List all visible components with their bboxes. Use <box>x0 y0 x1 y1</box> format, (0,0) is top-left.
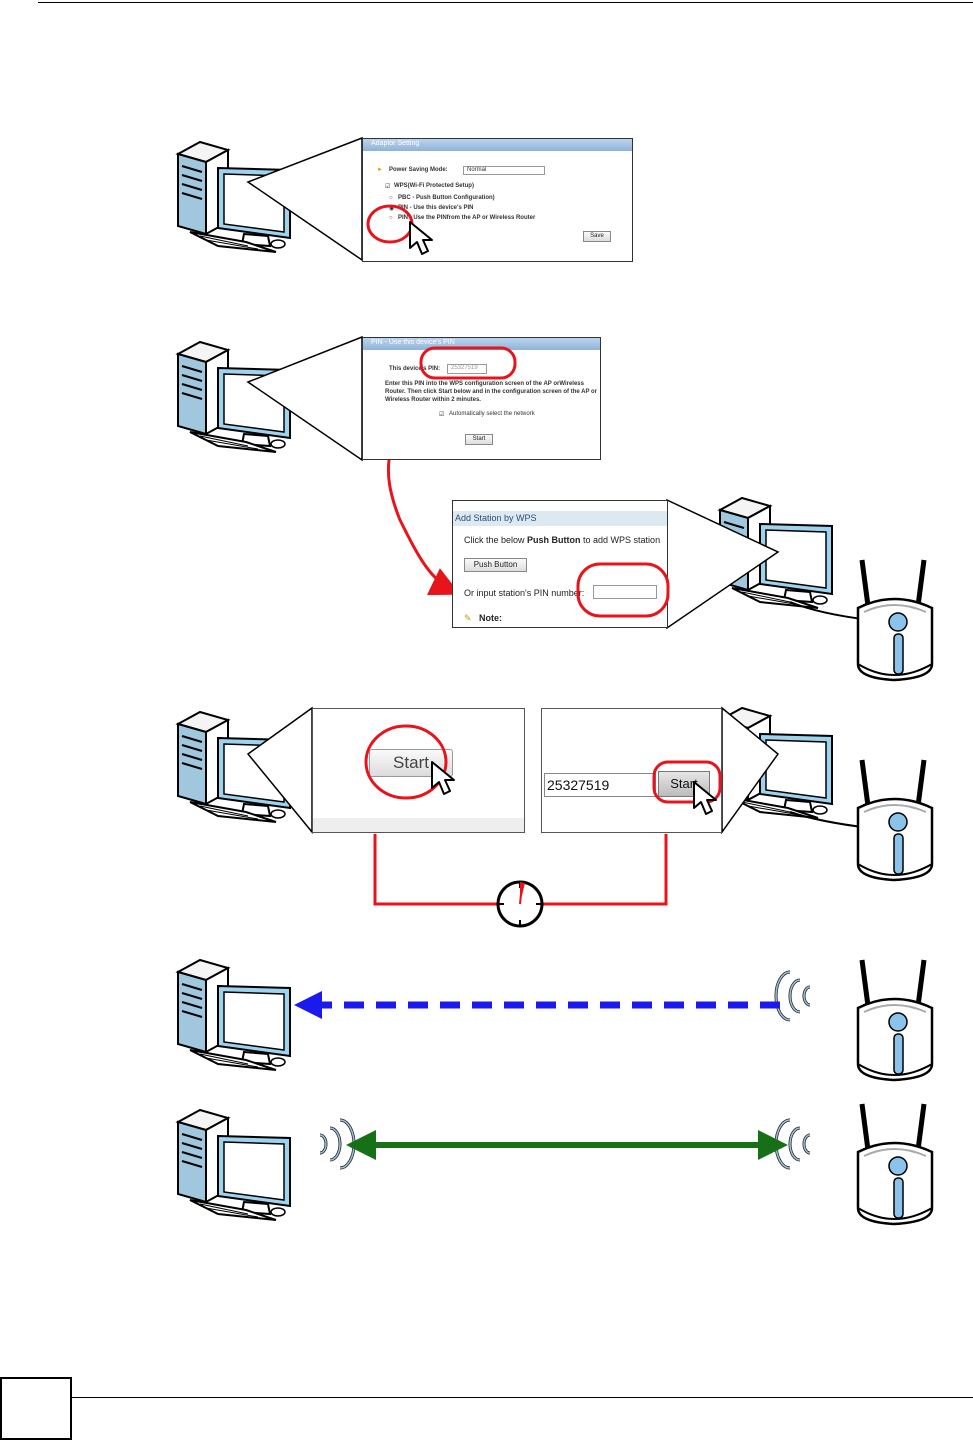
section-title: Add Station by WPS <box>453 511 667 526</box>
highlight-circle <box>652 760 722 804</box>
instruction-line-3: Wireless Router within 2 minutes. <box>385 397 481 403</box>
device-pin-field: 25327519 <box>447 364 487 374</box>
cursor-icon <box>431 761 455 795</box>
push-button[interactable]: Push Button <box>464 558 527 572</box>
highlight-circle <box>366 204 414 244</box>
cursor-icon <box>693 781 717 815</box>
station-pin-input[interactable]: 25327519 <box>544 773 656 797</box>
window-title: PIN - Use this device's PIN <box>363 338 600 350</box>
station-pin-input[interactable] <box>593 585 657 599</box>
cursor-icon <box>409 221 433 255</box>
auto-select-label: Automatically select the network <box>449 411 535 417</box>
start-button[interactable]: Start <box>465 434 493 445</box>
highlight-circle <box>364 724 448 800</box>
highlight-circle <box>576 562 670 618</box>
pin-prompt: Or input station's PIN number: <box>464 588 585 598</box>
power-saving-label: Power Saving Mode: <box>389 167 448 173</box>
pin-ap-radio[interactable]: ○ <box>389 215 393 221</box>
dialog-footer <box>313 818 524 832</box>
note-label: Note: <box>479 613 502 623</box>
note-icon: ✎ <box>464 613 472 623</box>
adaptor-setting-screenshot: Adaptor Setting ► Power Saving Mode: Nor… <box>362 138 633 262</box>
power-saving-select[interactable]: Normal <box>463 166 545 175</box>
header-rule <box>38 2 973 3</box>
instruction-line-1: Enter this PIN into the WPS configuratio… <box>385 381 584 387</box>
wps-label: WPS(Wi-Fi Protected Setup) <box>394 183 474 189</box>
pin-dialog-screenshot: PIN - Use this device's PIN This device'… <box>362 337 601 460</box>
window-title: Adaptor Setting <box>363 139 632 151</box>
auto-select-checkbox[interactable]: ☑ <box>439 412 445 418</box>
pin-label: This device's PIN: <box>389 366 441 372</box>
highlight-circle <box>419 346 517 380</box>
push-instruction-bold: Push Button <box>527 535 581 545</box>
push-instruction-pre: Click the below <box>464 535 528 545</box>
zoom-callout <box>721 706 780 835</box>
save-button[interactable]: Save <box>583 231 611 242</box>
push-instruction-post: to add WPS station <box>580 535 661 545</box>
page-number-box <box>0 1377 72 1440</box>
pin-device-radio[interactable]: ◉ <box>389 206 395 212</box>
wps-checkbox[interactable]: ☑ <box>385 184 391 190</box>
pin-ap-label: PIN - Use the PINfrom the AP or Wireless… <box>398 215 536 221</box>
arrow-bullet-icon: ► <box>377 167 383 173</box>
instruction-line-2: Router. Then click Start below and in th… <box>385 389 598 395</box>
footer-rule <box>72 1397 973 1398</box>
pin-device-label: PIN - Use this device's PIN <box>398 205 474 211</box>
push-instruction: Click the below Push Button to add WPS s… <box>464 535 660 545</box>
pbc-radio[interactable]: ○ <box>389 195 393 201</box>
pbc-label: PBC - Push Button Configuration) <box>398 195 495 201</box>
router-start-screenshot: 25327519 Start <box>541 708 722 833</box>
